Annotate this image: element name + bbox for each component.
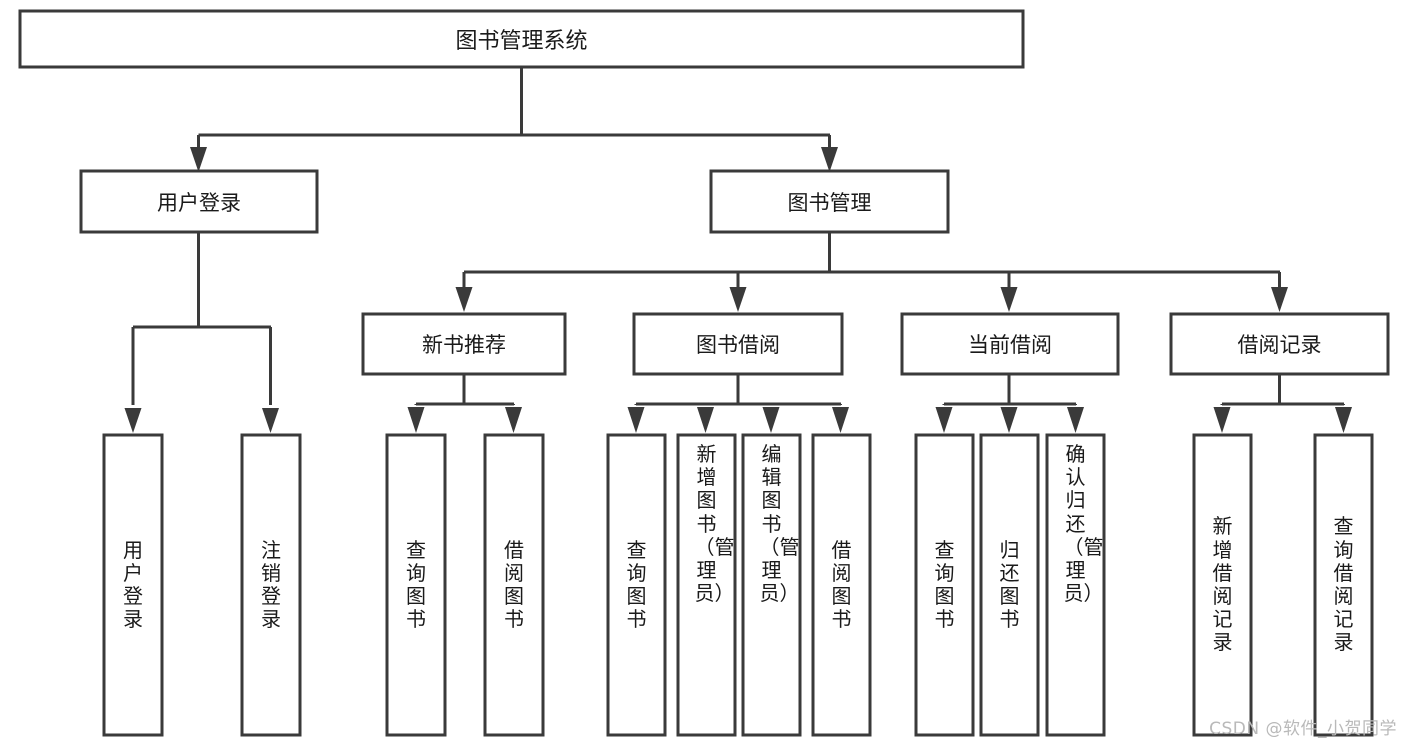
node-root-box[interactable] <box>18 9 1025 69</box>
node-new-book-recommend-box[interactable] <box>361 312 567 376</box>
connector-root-to-level2 <box>197 67 831 160</box>
arrow-to-leaf-confirm-return <box>1067 407 1084 433</box>
leaf-return-book-box[interactable] <box>979 433 1040 737</box>
leaf-query-record-box[interactable] <box>1313 433 1374 737</box>
arrow-to-borrow-record <box>1271 287 1288 312</box>
arrow-to-book-borrow <box>729 287 747 312</box>
node-current-borrow-box[interactable] <box>900 312 1120 376</box>
arrow-to-leaf-borrow-book-2 <box>832 407 849 433</box>
arrow-to-leaf-user-login <box>124 408 142 433</box>
arrow-to-new-book-recommend <box>455 287 473 312</box>
node-book-borrow-box[interactable] <box>632 312 844 376</box>
connector-user-login-to-leaves <box>131 232 272 405</box>
connector-borrow-record-to-leaves <box>1220 374 1345 406</box>
leaf-logout-box[interactable] <box>240 433 302 737</box>
leaf-user-login-box[interactable] <box>102 433 164 737</box>
connector-current-borrow-to-leaves <box>942 374 1077 406</box>
leaf-borrow-book-1-box[interactable] <box>483 433 545 737</box>
arrow-to-current-borrow <box>1000 287 1018 312</box>
node-borrow-record-box[interactable] <box>1169 312 1390 376</box>
connector-book-borrow-to-leaves <box>634 374 842 406</box>
connector-new-book-to-leaves <box>414 374 515 406</box>
arrow-to-leaf-return-book <box>1000 407 1018 433</box>
leaf-confirm-return-box[interactable] <box>1045 433 1106 737</box>
arrow-to-leaf-logout <box>262 408 279 433</box>
arrow-to-leaf-add-book <box>697 407 714 433</box>
arrow-to-leaf-edit-book <box>762 407 780 433</box>
arrow-to-leaf-query-book-1 <box>407 407 425 433</box>
leaf-edit-book-box[interactable] <box>741 433 802 737</box>
connector-book-manage-to-level3 <box>462 232 1281 300</box>
leaf-query-book-2-box[interactable] <box>606 433 667 737</box>
arrow-to-leaf-query-book-3 <box>935 407 953 433</box>
leaf-query-book-1-box[interactable] <box>385 433 447 737</box>
arrow-to-leaf-borrow-book-1 <box>505 407 522 433</box>
node-book-manage-box[interactable] <box>709 169 950 234</box>
arrow-to-user-login <box>190 147 207 172</box>
leaf-add-book-box[interactable] <box>676 433 737 737</box>
node-user-login-box[interactable] <box>79 169 319 234</box>
leaf-query-book-3-box[interactable] <box>914 433 975 737</box>
arrow-to-leaf-add-record <box>1213 407 1231 433</box>
arrow-to-leaf-query-book-2 <box>627 407 645 433</box>
leaf-borrow-book-2-box[interactable] <box>811 433 872 737</box>
arrow-to-leaf-query-record <box>1335 407 1352 433</box>
arrow-to-book-manage <box>821 147 838 172</box>
leaf-add-record-box[interactable] <box>1192 433 1253 737</box>
